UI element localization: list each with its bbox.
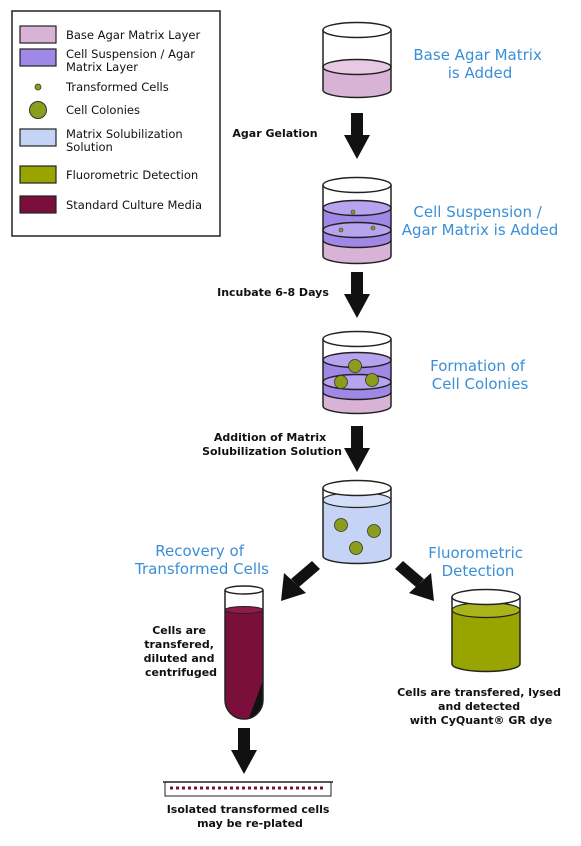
legend-item: Standard Culture Media bbox=[19, 195, 202, 214]
step-title-fluorometric: Fluorometric Detection bbox=[428, 544, 528, 580]
cup-base-agar bbox=[322, 21, 392, 99]
legend-swatch bbox=[19, 165, 57, 184]
culture-plate bbox=[163, 781, 333, 797]
legend-item: Cell Colonies bbox=[29, 101, 140, 119]
transformed-cell bbox=[338, 227, 344, 233]
legend-label: Cell Colonies bbox=[66, 103, 140, 117]
note-plate: Isolated transformed cells may be re-pla… bbox=[167, 803, 334, 830]
legend-swatch bbox=[19, 25, 57, 44]
transition-label-incubate: Incubate 6-8 Days bbox=[217, 286, 329, 299]
legend-label: Transformed Cells bbox=[65, 80, 169, 94]
legend-swatch bbox=[19, 48, 57, 67]
note-detection: Cells are transfered, lysed and detected… bbox=[397, 686, 565, 727]
cell-colony bbox=[365, 373, 379, 387]
transition-label-gelation: Agar Gelation bbox=[232, 127, 317, 140]
legend-swatch bbox=[19, 195, 57, 214]
step-title-cell-suspension: Cell Suspension / Agar Matrix is Added bbox=[402, 203, 558, 239]
arrow-diagonal-left bbox=[281, 561, 320, 601]
legend-swatch bbox=[29, 101, 47, 119]
legend-swatch bbox=[34, 83, 42, 91]
legend-item: Fluorometric Detection bbox=[19, 165, 198, 184]
arrow-down-4 bbox=[231, 728, 257, 774]
legend-item: Base Agar Matrix Layer bbox=[19, 25, 200, 44]
arrow-down-3 bbox=[344, 426, 370, 472]
step-title-base-agar: Base Agar Matrix is Added bbox=[413, 46, 546, 82]
cup-solubilization bbox=[322, 479, 392, 565]
legend-label: Fluorometric Detection bbox=[66, 168, 198, 182]
transformed-cell bbox=[350, 209, 356, 215]
legend-label: Base Agar Matrix Layer bbox=[66, 28, 200, 42]
cell-colony bbox=[367, 524, 381, 538]
arrow-diagonal-right bbox=[395, 561, 434, 601]
cell-colony bbox=[334, 518, 348, 532]
cup-fluorometric bbox=[451, 588, 521, 673]
arrow-down-1 bbox=[344, 113, 370, 159]
cup-colonies bbox=[322, 330, 392, 415]
legend-swatch bbox=[19, 128, 57, 147]
legend-item: Transformed Cells bbox=[34, 80, 169, 94]
legend-label: Standard Culture Media bbox=[66, 198, 202, 212]
cell-colony bbox=[349, 541, 363, 555]
cell-colony bbox=[334, 375, 348, 389]
step-title-colonies: Formation of Cell Colonies bbox=[430, 357, 530, 393]
transition-label-solubilization: Addition of Matrix Solubilization Soluti… bbox=[202, 431, 342, 458]
arrow-down-2 bbox=[344, 272, 370, 318]
transformed-cell bbox=[370, 225, 376, 231]
step-title-recovery: Recovery of Transformed Cells bbox=[134, 542, 269, 578]
cup-cell-suspension bbox=[322, 176, 392, 265]
cell-colony bbox=[348, 359, 362, 373]
test-tube bbox=[224, 585, 264, 720]
note-tube: Cells are transfered, diluted and centri… bbox=[144, 624, 219, 679]
